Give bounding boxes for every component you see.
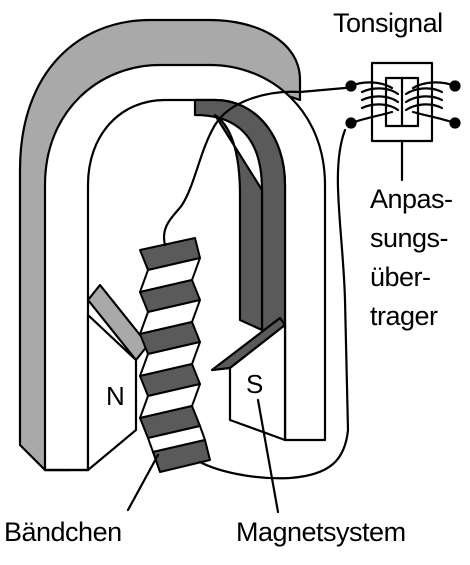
north-pole-label: N xyxy=(106,381,125,411)
right-pole-dark-strip xyxy=(213,113,264,332)
north-pole-front xyxy=(86,313,138,472)
yoke-front-face xyxy=(43,63,327,472)
primary-coil xyxy=(349,81,400,125)
south-pole-label: S xyxy=(246,369,264,399)
transformer-label-line-1: Anpas- xyxy=(370,184,453,214)
magnet-system-label: Magnetsystem xyxy=(236,517,406,547)
wire-bottom xyxy=(198,128,350,480)
secondary-coil xyxy=(404,81,457,125)
magnet-leader xyxy=(256,398,280,514)
south-pole-front xyxy=(228,323,287,442)
ribbon-leader xyxy=(126,453,160,512)
tonsignal-label: Tonsignal xyxy=(333,8,443,38)
transformer-label-line-2: sungs- xyxy=(370,223,449,253)
transformer-label-line-4: trager xyxy=(370,301,438,331)
wire-top xyxy=(162,86,347,247)
transformer-label: Anpas- sungs- über- trager xyxy=(370,186,453,342)
transformer-label-line-3: über- xyxy=(370,262,431,292)
ribbon-label: Bändchen xyxy=(4,517,122,547)
ribbon xyxy=(139,237,211,473)
